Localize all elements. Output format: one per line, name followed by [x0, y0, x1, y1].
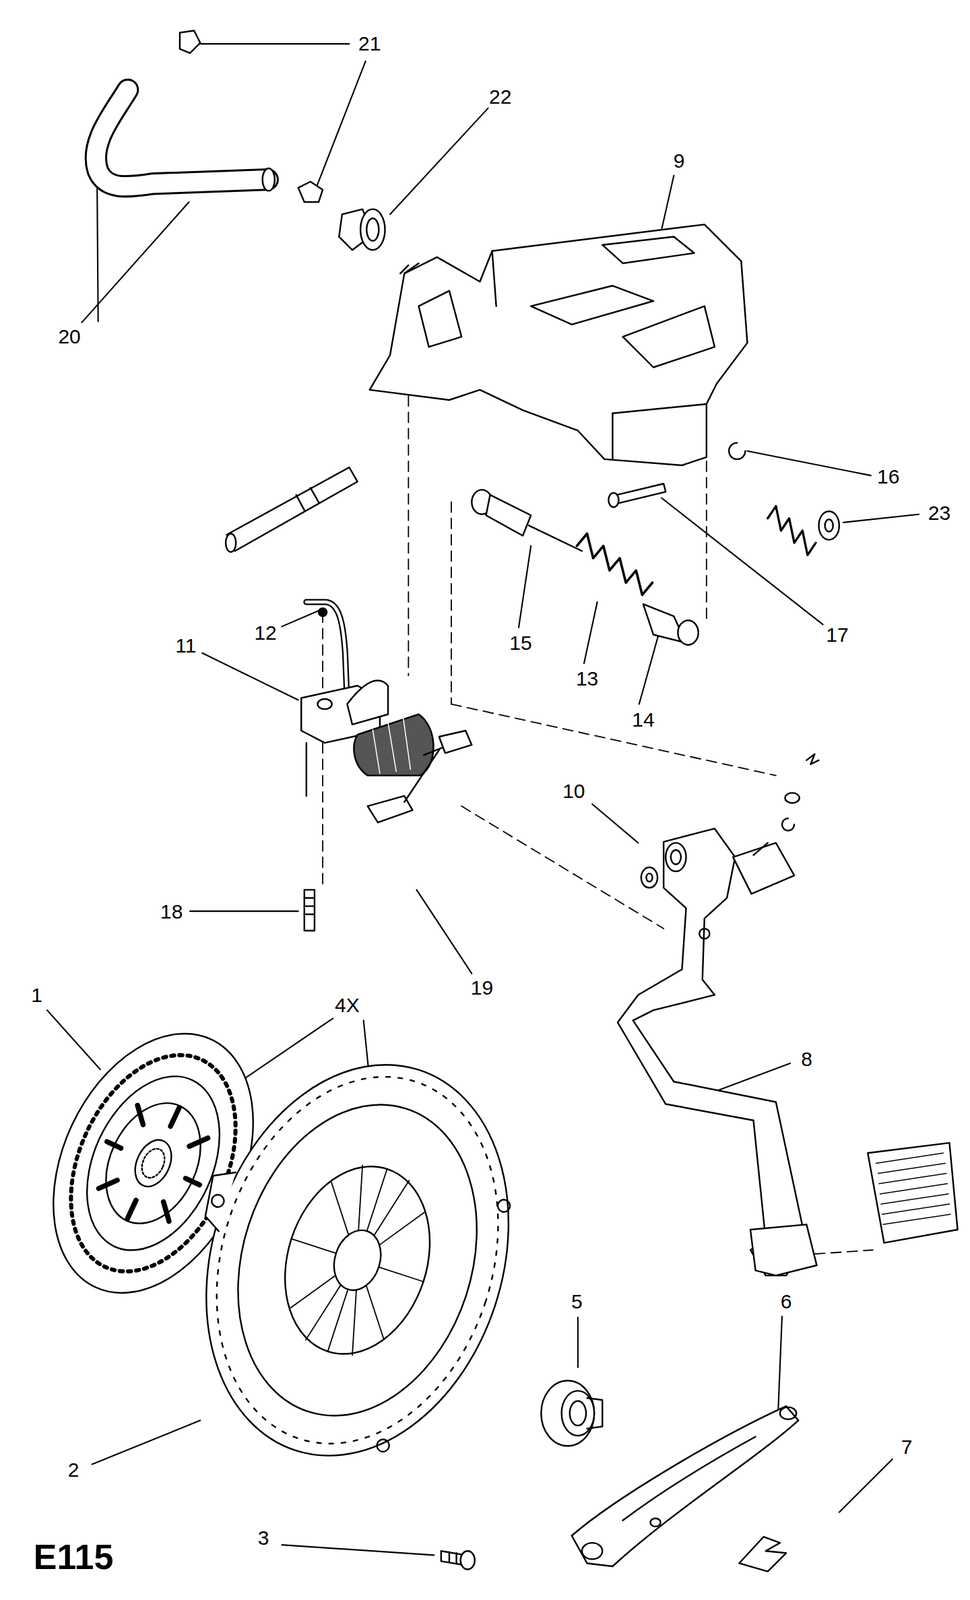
callout-number: 4X [334, 995, 360, 1016]
callout-number: 10 [562, 781, 585, 802]
pivot-shaft [225, 467, 358, 553]
retaining-clip [738, 1537, 787, 1573]
callout-number: 16 [877, 466, 900, 488]
callout-number: 11 [175, 635, 197, 657]
callout-number: 15 [509, 633, 532, 654]
callout-number: 7 [901, 1437, 913, 1458]
callout-number: 12 [253, 623, 277, 644]
callout-number: 2 [68, 1460, 80, 1481]
callout-number: 20 [57, 326, 81, 347]
callout-number: 9 [673, 150, 686, 172]
callout-number: 22 [489, 86, 512, 108]
clutch-pedal [617, 754, 820, 1276]
callout-number: 1 [30, 985, 43, 1006]
callout-number: 21 [358, 33, 381, 54]
bolt [441, 1551, 475, 1570]
master-cylinder [301, 602, 472, 823]
callout-number: 8 [800, 1049, 813, 1070]
callout-number: 18 [160, 901, 183, 923]
pressure-plate [140, 1019, 558, 1496]
spring-assembly [471, 489, 698, 645]
callout-number: 6 [780, 1291, 793, 1313]
figure-code: E115 [33, 1539, 114, 1575]
bolt [304, 889, 315, 931]
callout-number: 23 [928, 503, 951, 524]
callout-number: 14 [631, 709, 655, 731]
release-bearing [540, 1380, 603, 1447]
callout-number: 3 [257, 1528, 270, 1549]
pedal-bracket [369, 224, 748, 466]
hose [95, 30, 323, 203]
leader-lines [47, 43, 919, 1556]
callout-number: 19 [470, 978, 494, 999]
pedal-pad [867, 1143, 958, 1244]
grommet [338, 209, 385, 251]
small-parts [608, 443, 839, 556]
callout-number: 13 [575, 668, 599, 690]
callout-number: 17 [825, 625, 849, 646]
callout-number: 5 [571, 1291, 583, 1313]
